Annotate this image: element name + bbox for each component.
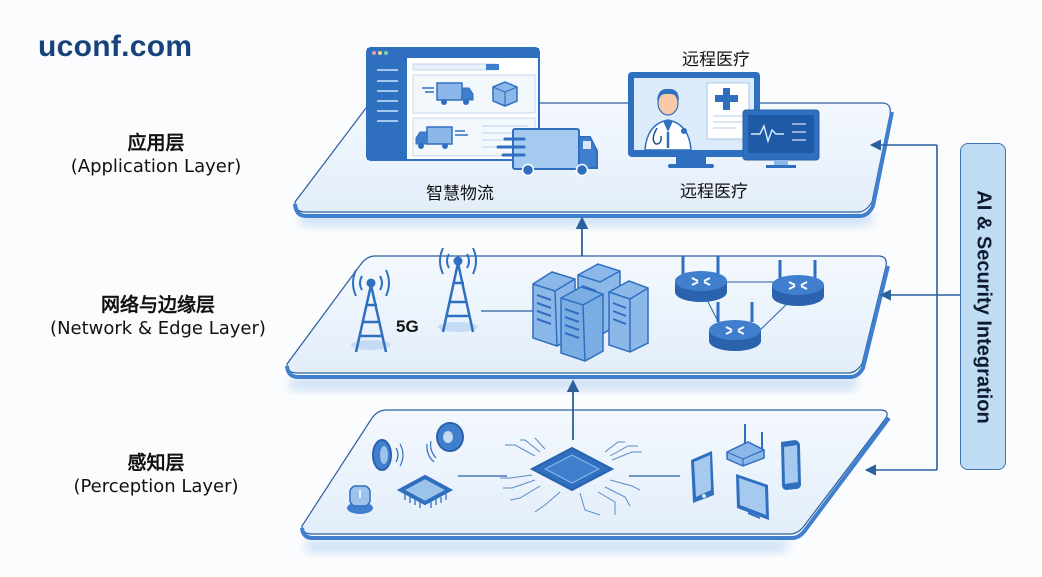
brand-logo: uconf.com [38, 30, 193, 63]
wifi-router-icon [726, 424, 765, 467]
led-icon [347, 485, 373, 514]
server-icon-3 [560, 286, 604, 362]
ai-security-label: AI & Security Integration [972, 189, 995, 424]
application-layer-label: 应用层 (Application Layer) [26, 131, 286, 179]
server-cluster [532, 263, 649, 362]
sensor-icon [372, 439, 404, 471]
heart-monitor-icon [742, 109, 820, 168]
network-layer-label: 网络与边缘层 (Network & Edge Layer) [28, 293, 288, 341]
network-layer-subtitle: (Network & Edge Layer) [50, 318, 266, 339]
ai-connectors [864, 139, 960, 476]
router-icon-2 [772, 260, 824, 306]
microchip-icon [396, 474, 454, 508]
router-icon [675, 256, 727, 302]
server-icon-4 [608, 280, 649, 353]
perception-layer-label: 感知层 (Perception Layer) [26, 451, 286, 499]
perception-platform [300, 409, 891, 552]
logistics-caption: 智慧物流 [426, 184, 494, 204]
main-processor-icon [500, 437, 642, 516]
cell-tower-icon-2 [438, 247, 478, 333]
monitor-icon [736, 474, 769, 520]
tablet-icon [691, 451, 714, 503]
perception-layer-title: 感知层 [127, 452, 185, 474]
router-icon-3 [709, 302, 761, 351]
5g-badge: 5G [396, 317, 419, 336]
telemedicine-doctor-icon [628, 72, 760, 168]
phone-icon [781, 440, 801, 490]
application-layer-title: 应用层 [127, 132, 185, 154]
delivery-truck-icon [496, 128, 598, 177]
application-layer-subtitle: (Application Layer) [70, 156, 242, 177]
sensor-icon-2 [426, 422, 464, 463]
router-mesh [675, 256, 824, 351]
perception-layer-subtitle: (Perception Layer) [73, 476, 239, 497]
telemedicine-bottom-caption: 远程医疗 [680, 182, 748, 202]
cell-tower-icon [351, 269, 391, 353]
network-layer-title: 网络与边缘层 [100, 294, 215, 316]
ai-security-panel: AI & Security Integration [960, 143, 1006, 470]
telemedicine-top-caption: 远程医疗 [682, 50, 750, 70]
